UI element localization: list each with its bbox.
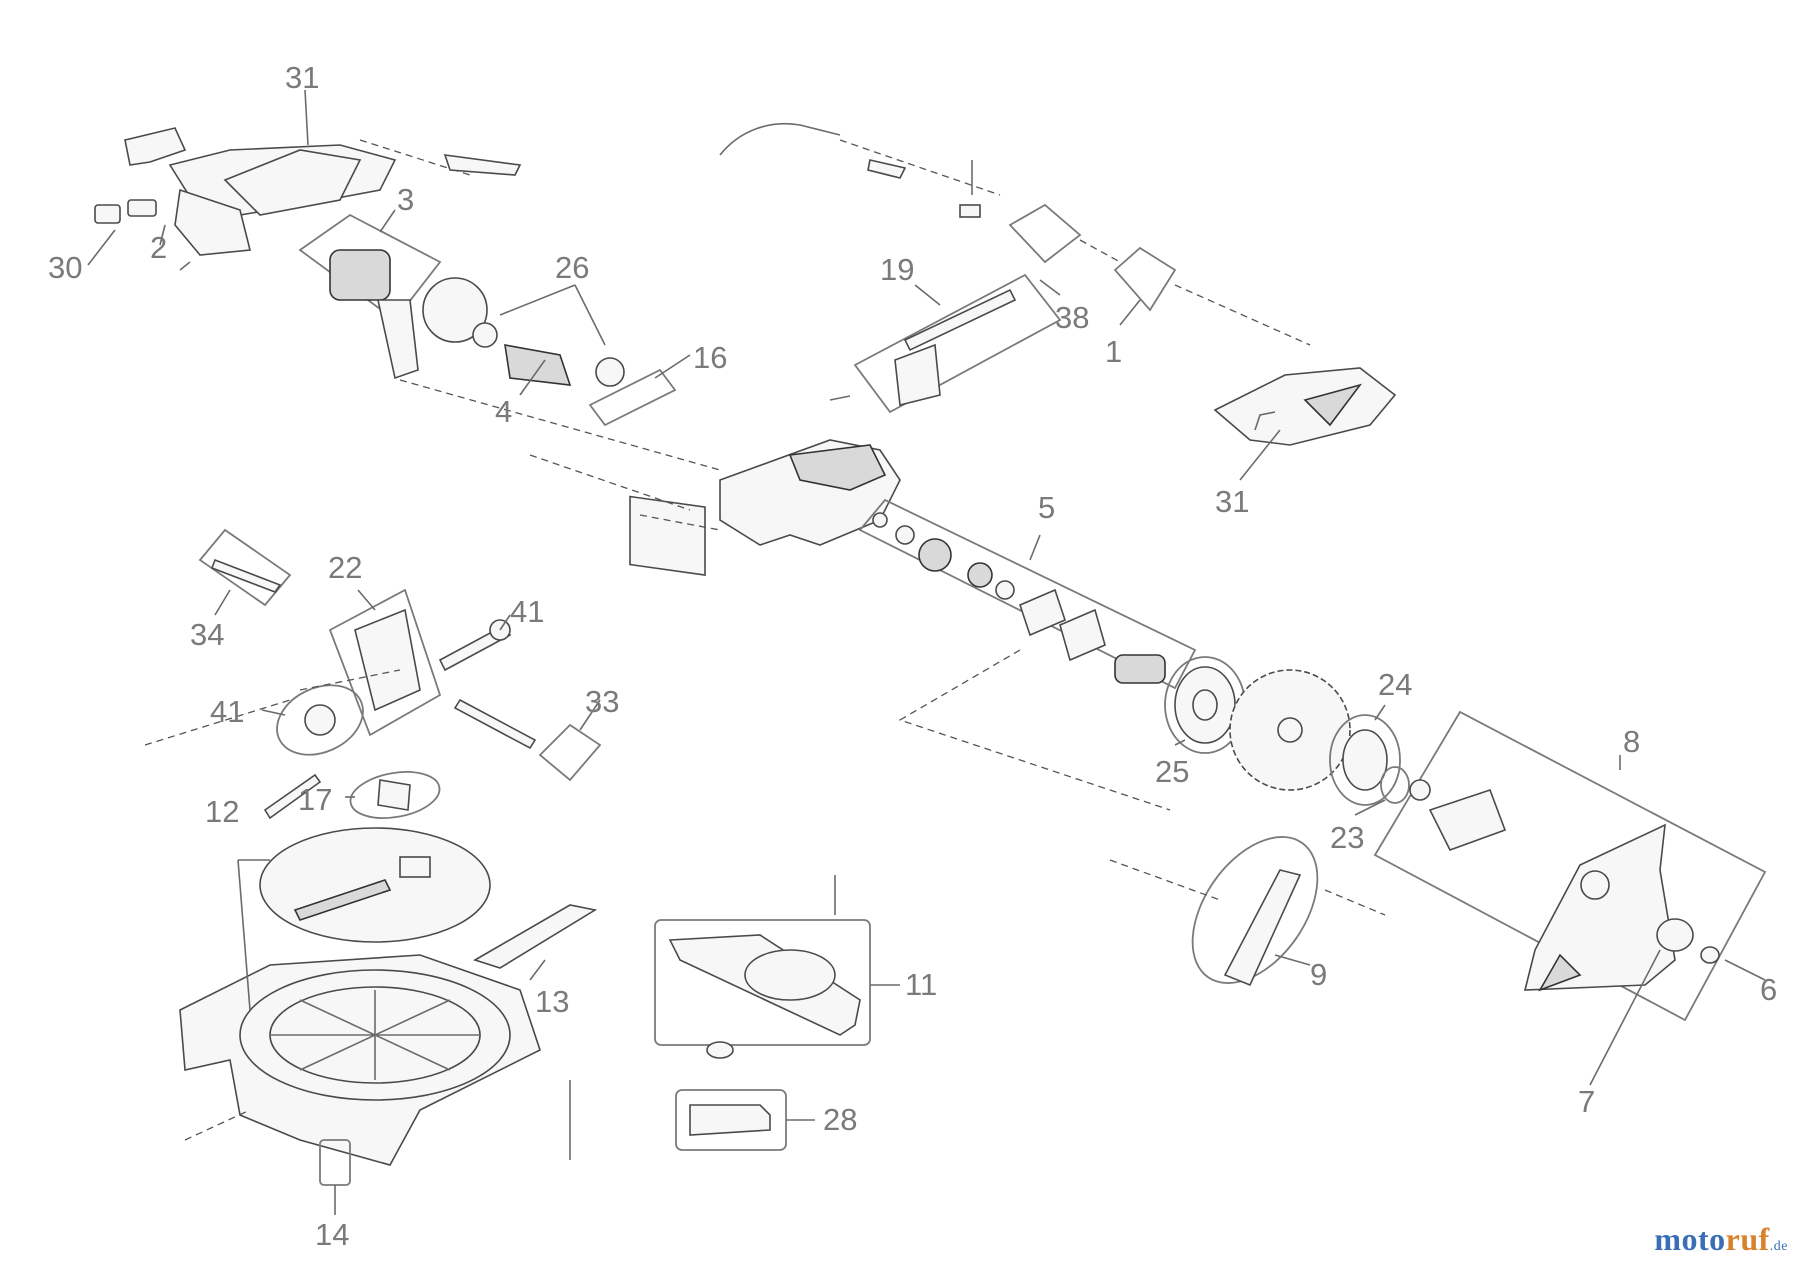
part-label: 6 [1760,972,1777,1007]
watermark-part-b: ruf [1725,1221,1770,1257]
leader-lines [87,89,1766,1215]
part-label: 8 [1623,724,1640,759]
accessory-28 [675,1089,787,1151]
part-label: 2 [150,230,167,265]
watermark-logo: motoruf.de [1654,1221,1788,1258]
part-label: 12 [205,794,239,829]
part-label: 31 [285,60,319,95]
part-label: 23 [1330,820,1364,855]
part-label: 28 [823,1102,857,1137]
base-assembly [144,528,602,1186]
part-label: 14 [315,1217,349,1252]
watermark-part-a: moto [1654,1221,1726,1257]
part-label: 9 [1310,957,1327,992]
part-label: 5 [1038,490,1055,525]
part-label: 30 [48,250,82,285]
power-cord-switch [719,123,1311,414]
link-arm-9 [1109,836,1386,987]
part-label: 34 [190,617,224,652]
handle-31-right [1213,367,1397,446]
part-label: 25 [1155,754,1189,789]
part-label: 3 [397,182,414,217]
part-label: 7 [1578,1084,1595,1119]
part-label: 38 [1055,300,1089,335]
part-label: 16 [693,340,727,375]
part-label: 26 [555,250,589,285]
upper-blade-guard [639,439,901,546]
part-label: 11 [905,967,937,1002]
fence-11 [654,875,871,1059]
part-label: 1 [1105,334,1122,369]
motor-handle-assembly [94,127,522,271]
gearbox-5 [858,498,1197,811]
blade-flange-assembly [1164,656,1410,806]
part-labels: 31 30 2 3 26 4 16 19 38 1 31 5 22 34 41 … [48,60,1777,1252]
part-label: 33 [585,684,619,719]
part-label: 4 [495,394,512,429]
armature-4 [399,322,721,471]
part-label: 24 [1378,667,1412,702]
part-label: 13 [535,984,569,1019]
watermark-tld: .de [1769,1239,1788,1254]
part-label: 31 [1215,484,1249,519]
part-label: 22 [328,550,362,585]
part-label: 41 [210,694,244,729]
motor-3 [298,213,488,380]
part-label: 17 [298,782,332,817]
part-label: 19 [880,252,914,287]
fan-housing-16 [529,368,706,576]
lower-guard-8 [1373,710,1767,1022]
part-label: 41 [510,594,544,629]
